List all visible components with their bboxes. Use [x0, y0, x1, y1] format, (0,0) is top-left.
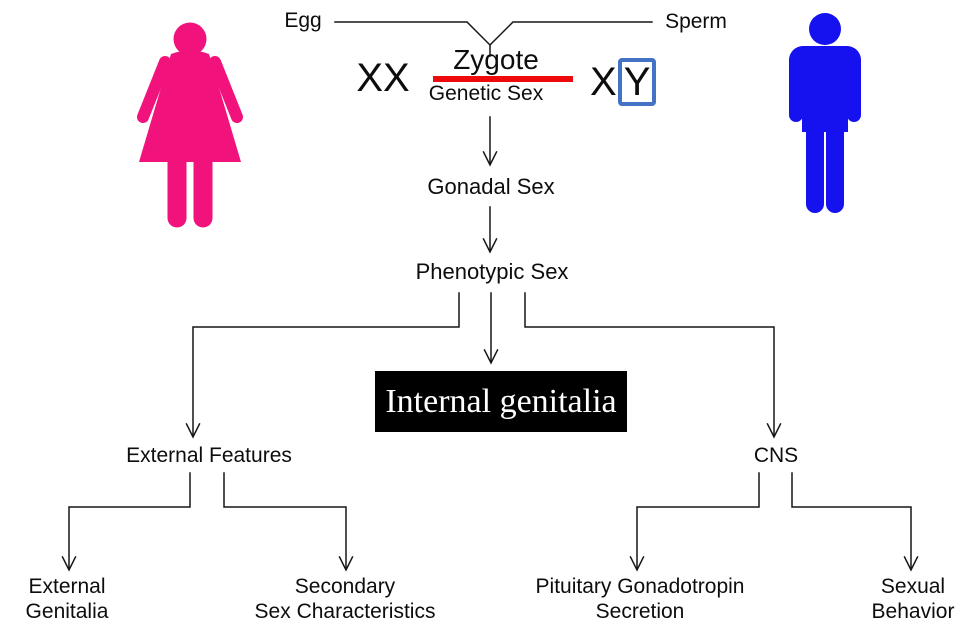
- female-right-arm: [209, 56, 243, 123]
- sperm-to-zygote-line: [488, 21, 653, 47]
- male-figure-icon: [789, 13, 861, 213]
- female-genotype-label: XX: [356, 56, 410, 100]
- arrowhead: [766, 422, 782, 439]
- phenotypic-to-cns-line: [524, 292, 775, 437]
- cns-to-pituitary-line: [636, 472, 760, 570]
- arrowhead: [482, 237, 498, 254]
- cns-label: CNS: [753, 444, 799, 467]
- genetic-sex-label: Genetic Sex: [428, 82, 544, 105]
- phenotypic-to-external-features-line: [192, 292, 460, 437]
- sperm-label: Sperm: [665, 10, 727, 33]
- arrowhead: [629, 555, 645, 572]
- arrowhead: [903, 555, 919, 572]
- external-features-to-external-genitalia-line: [68, 472, 191, 570]
- male-head: [809, 13, 841, 45]
- male-genotype-x: X: [590, 60, 617, 104]
- sexual-behavior-line1: Sexual: [880, 575, 946, 598]
- female-dress: [139, 50, 241, 162]
- zygote-label: Zygote: [453, 44, 539, 75]
- external-features-label: External Features: [126, 444, 292, 467]
- sexual-behavior-label: Sexual Behavior: [872, 574, 955, 624]
- female-figure-shapes: [137, 22, 243, 228]
- phenotypic-sex-label: Phenotypic Sex: [415, 259, 569, 284]
- external-genitalia-line1: External: [28, 575, 106, 598]
- internal-genitalia-box: Internal genitalia: [375, 371, 627, 432]
- female-figure-icon: [137, 22, 243, 228]
- arrowhead: [61, 555, 77, 572]
- pituitary-gonadotropin-secretion-label: Pituitary Gonadotropin Secretion: [536, 574, 745, 624]
- arrowhead: [338, 555, 354, 572]
- secondary-line2: Sex Characteristics: [254, 600, 436, 623]
- male-genotype-y-box: Y: [617, 58, 657, 106]
- egg-label: Egg: [284, 9, 322, 32]
- pituitary-line2: Secretion: [595, 600, 685, 623]
- secondary-line1: Secondary: [294, 575, 396, 598]
- egg-to-zygote-line: [334, 21, 491, 57]
- external-features-to-secondary-line: [223, 472, 347, 570]
- female-head: [173, 22, 207, 56]
- male-figure-shapes: [789, 13, 861, 213]
- female-left-arm: [137, 56, 171, 123]
- connector-lines: [61, 21, 919, 572]
- internal-genitalia-label: Internal genitalia: [385, 382, 617, 420]
- cns-to-sexual-behavior-line: [791, 472, 912, 570]
- arrowhead: [483, 348, 499, 365]
- external-genitalia-line2: Genitalia: [25, 600, 109, 623]
- sexual-behavior-line2: Behavior: [871, 600, 955, 623]
- external-genitalia-label: External Genitalia: [26, 574, 109, 624]
- arrowhead: [482, 150, 498, 167]
- gonadal-sex-label: Gonadal Sex: [427, 174, 555, 199]
- secondary-sex-characteristics-label: Secondary Sex Characteristics: [255, 574, 436, 624]
- arrowhead: [185, 422, 201, 439]
- pituitary-line1: Pituitary Gonadotropin: [535, 575, 745, 598]
